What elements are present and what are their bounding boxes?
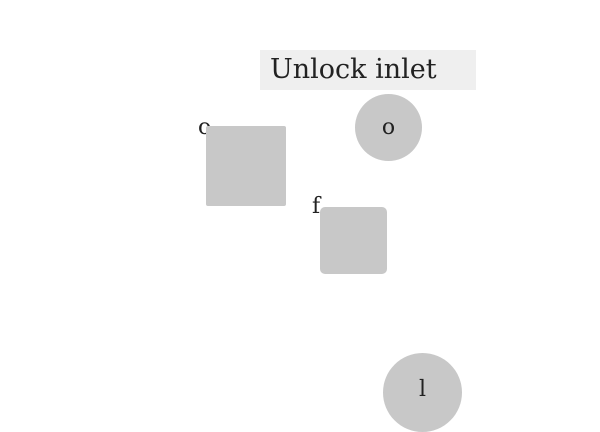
circle-button-o[interactable]: o <box>355 94 422 161</box>
square-tile-b[interactable] <box>320 207 387 274</box>
circle-button-l-label: l <box>418 377 427 402</box>
page-title: Unlock inlet <box>260 50 476 90</box>
circle-button-o-label: o <box>381 115 396 140</box>
square-b-label: f <box>312 194 321 219</box>
circle-button-l[interactable]: l <box>383 353 462 432</box>
page-title-text: Unlock inlet <box>270 54 437 85</box>
square-tile-a[interactable] <box>206 126 286 206</box>
